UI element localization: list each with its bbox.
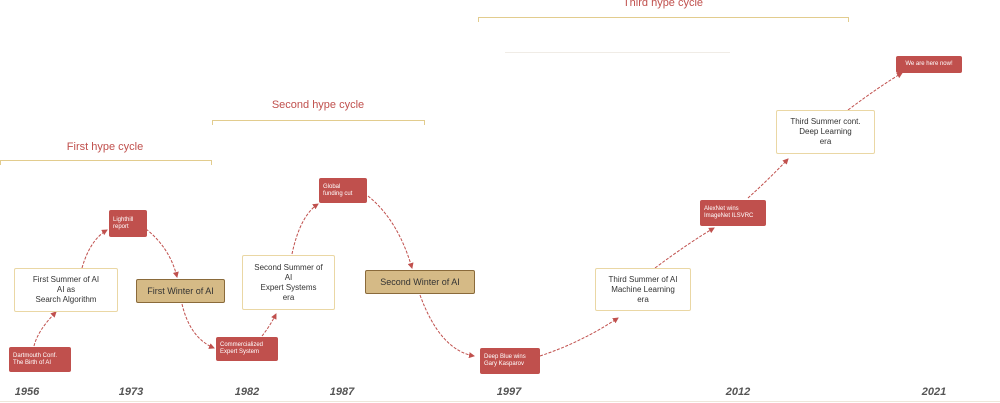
arrow-dartmouth-to-first-summer [33, 311, 57, 347]
arrow-second-winter-to-deep-blue [419, 294, 475, 359]
arrow-third-summer-cont-to-we-are-here [847, 72, 903, 111]
arrow-deep-blue-to-third-summer [539, 317, 619, 357]
first-winter-box: First Winter of AI [136, 279, 225, 303]
year-label: 1956 [14, 386, 40, 398]
dartmouth-conf-box: Dartmouth Conf. The Birth of AI [9, 347, 71, 372]
third-summer-cont-box: Third Summer cont. Deep Learning era [776, 110, 875, 154]
year-label: 1997 [496, 386, 522, 398]
we-are-here-box: We are here now! [896, 56, 962, 73]
year-label: 2021 [921, 386, 947, 398]
year-label: 2012 [725, 386, 751, 398]
third-summer-box: Third Summer of AI Machine Learning era [595, 268, 691, 311]
deep-blue-box: Deep Blue wins Gary Kasparov [480, 348, 540, 374]
year-label: 1973 [118, 386, 144, 398]
arrow-first-winter-to-commercialized [181, 303, 215, 349]
second-hype-cycle-bracket [212, 120, 425, 125]
arrow-first-summer-to-lighthill [81, 229, 108, 269]
arrow-commercialized-to-second-summer [261, 313, 277, 337]
commercialized-expert-system-box: Commercialized Expert System [216, 337, 278, 361]
arrow-alexnet-to-third-summer-cont [747, 158, 789, 199]
timeline-axis [0, 401, 1000, 402]
first-hype-cycle-bracket [0, 160, 212, 165]
first-hype-cycle-label: First hype cycle [66, 141, 144, 153]
third-hype-cycle-label: Third hype cycle [622, 0, 704, 9]
alexnet-box: AlexNet wins ImageNet ILSVRC [700, 200, 766, 226]
year-label: 1982 [234, 386, 260, 398]
second-summer-box: Second Summer of AI Expert Systems era [242, 255, 335, 310]
lighthill-report-box: Lighthill report [109, 210, 147, 237]
arrow-lighthill-to-first-winter [145, 228, 179, 278]
arrow-second-summer-to-global-funding [291, 203, 319, 255]
decorative-line [505, 52, 730, 53]
arrow-third-summer-to-alexnet [654, 227, 715, 269]
year-label: 1987 [329, 386, 355, 398]
global-funding-cut-box: Global funding cut [319, 178, 367, 203]
first-summer-box: First Summer of AI AI as Search Algorith… [14, 268, 118, 312]
third-hype-cycle-bracket [478, 17, 849, 22]
second-hype-cycle-label: Second hype cycle [271, 99, 365, 111]
second-winter-box: Second Winter of AI [365, 270, 475, 294]
arrow-global-funding-to-second-winter [367, 195, 414, 269]
